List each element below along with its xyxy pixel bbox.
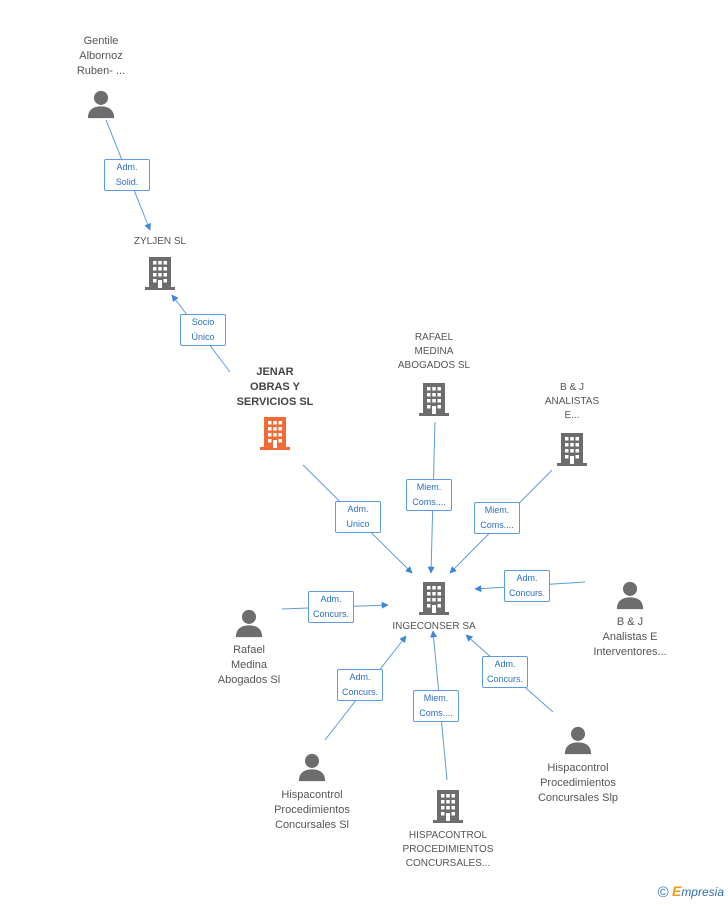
building-icon-ingeconser[interactable] — [419, 582, 449, 615]
node-label-ingeconser[interactable]: INGECONSER SA — [392, 621, 476, 632]
edge-label-jenar-to-zyljen[interactable]: Socio Único — [180, 314, 226, 346]
person-icon-hisp_slp[interactable] — [564, 726, 592, 755]
building-icon-rafael_sl[interactable] — [419, 383, 449, 416]
node-label-rafael_sl[interactable]: RAFAEL MEDINA ABOGADOS SL — [397, 332, 471, 371]
node-label-gentile[interactable]: Gentile Albornoz Ruben- ... — [76, 35, 126, 77]
building-icon-hisp_company[interactable] — [433, 790, 463, 823]
edge-label-hisp_slp-to-ingeconser[interactable]: Adm. Concurs. — [482, 656, 529, 688]
empresia-footer[interactable]: © Empresia — [658, 883, 724, 901]
brand-logo-initial: E — [671, 883, 682, 899]
edge-label-hisp_sl-to-ingeconser[interactable]: Adm. Concurs. — [337, 669, 384, 701]
person-icon-rafael_person[interactable] — [235, 609, 263, 638]
copyright-icon: © — [657, 884, 669, 901]
node-label-bj_top[interactable]: B & J ANALISTAS E... — [544, 382, 600, 421]
person-icon-gentile[interactable] — [87, 90, 115, 119]
node-label-hisp_sl[interactable]: Hispacontrol Procedimientos Concursales … — [274, 789, 350, 831]
node-label-jenar[interactable]: JENAR OBRAS Y SERVICIOS SL — [236, 366, 314, 408]
node-label-hisp_slp[interactable]: Hispacontrol Procedimientos Concursales … — [537, 762, 619, 804]
edge-label-rafael_person-to-ingeconser[interactable]: Adm. Concurs. — [308, 591, 355, 623]
edge-label-bj_person-to-ingeconser[interactable]: Adm. Concurs. — [504, 570, 551, 602]
building-icon-bj_top[interactable] — [557, 433, 587, 466]
person-icon-hisp_sl[interactable] — [298, 753, 326, 782]
edge-label-bj_top-to-ingeconser[interactable]: Miem. Coms.... — [474, 502, 520, 534]
node-label-bj_person[interactable]: B & J Analistas E Interventores... — [593, 616, 667, 658]
node-label-zyljen[interactable]: ZYLJEN SL — [133, 236, 187, 247]
nodes-layer — [87, 90, 644, 823]
building-icon-zyljen[interactable] — [145, 257, 175, 290]
person-icon-bj_person[interactable] — [616, 581, 644, 610]
edge-label-jenar-to-ingeconser[interactable]: Adm. Unico — [335, 501, 381, 533]
node-label-rafael_person[interactable]: Rafael Medina Abogados Sl — [217, 644, 281, 686]
edge-label-hisp_company-to-ingeconser[interactable]: Miem. Coms.... — [413, 690, 459, 722]
edge-label-rafael_sl-to-ingeconser[interactable]: Miem. Coms.... — [406, 479, 452, 511]
node-label-hisp_company[interactable]: HISPACONTROL PROCEDIMIENTOS CONCURSALES.… — [402, 830, 494, 869]
brand-logo-text: mpresia — [681, 885, 724, 899]
building-icon-jenar[interactable] — [260, 417, 290, 450]
edge-label-gentile-to-zyljen[interactable]: Adm. Solid. — [104, 159, 150, 191]
